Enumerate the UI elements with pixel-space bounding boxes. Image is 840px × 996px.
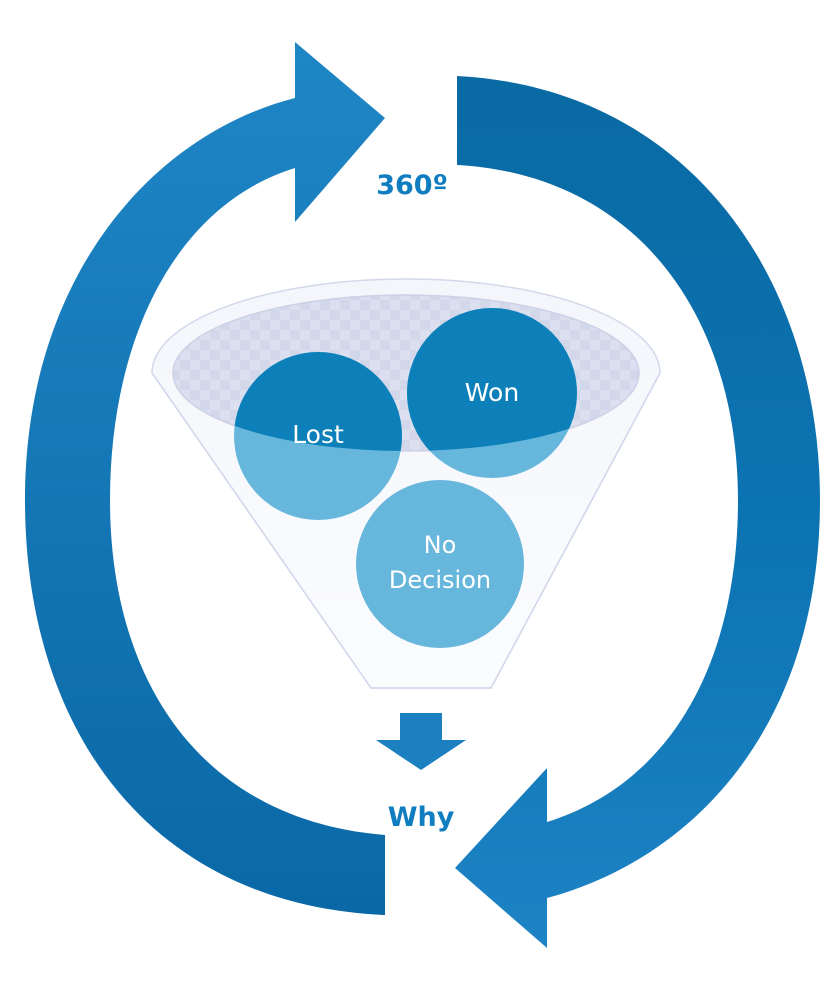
no-decision-circle (356, 480, 524, 648)
funnel-outline (151, 372, 661, 689)
no-decision-label-line1: No (424, 531, 457, 559)
lost-label: Lost (292, 420, 344, 449)
top-label-360: 360º (376, 170, 448, 201)
lost-circle (234, 352, 402, 520)
no-decision-label-line2: Decision (389, 566, 491, 594)
cycle-arrow-right (455, 76, 820, 948)
won-label: Won (465, 378, 519, 407)
won-circle (407, 308, 577, 478)
down-arrow-icon (376, 713, 466, 770)
bottom-label-why: Why (388, 802, 455, 833)
cycle-arrow-left (25, 42, 385, 915)
